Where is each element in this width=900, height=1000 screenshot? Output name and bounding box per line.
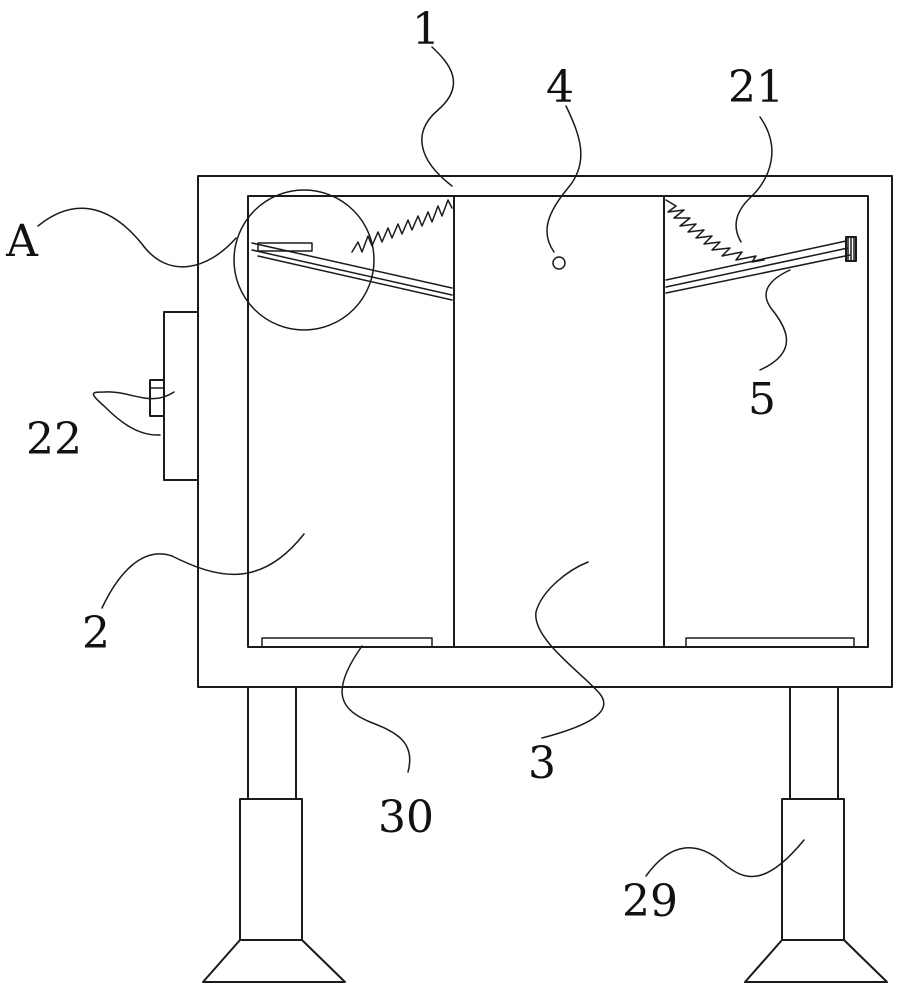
right-leg <box>745 687 887 982</box>
leader-29 <box>646 840 804 876</box>
left-leg <box>203 687 345 982</box>
left-leg-sleeve <box>240 799 302 940</box>
right-arm-edge-mid <box>666 248 848 287</box>
left-leg-rod <box>248 687 296 799</box>
label-29: 29 <box>622 876 678 927</box>
label-4: 4 <box>546 62 574 113</box>
right-leg-rod <box>790 687 838 799</box>
label-1: 1 <box>412 4 440 55</box>
reference-numerals: 1 4 21 A 22 5 2 3 30 29 <box>5 4 784 927</box>
side-control-box <box>150 312 198 480</box>
outer-frame <box>198 176 892 687</box>
right-arm-tip-knurl <box>848 237 854 261</box>
leader-3 <box>536 562 604 738</box>
left-arm-edge-top <box>252 243 452 288</box>
label-30: 30 <box>378 792 434 843</box>
leader-a <box>38 208 236 267</box>
left-arm-assembly <box>234 190 452 330</box>
right-leg-sleeve <box>782 799 844 940</box>
left-arm-edge-mid <box>252 250 452 295</box>
leader-21 <box>736 117 772 242</box>
leader-2 <box>102 534 304 608</box>
control-box <box>164 312 198 480</box>
label-a: A <box>5 216 39 267</box>
label-5: 5 <box>748 374 776 425</box>
leader-lines <box>38 47 804 876</box>
left-foot <box>203 940 345 982</box>
left-spring <box>352 200 452 252</box>
label-21: 21 <box>728 62 784 113</box>
right-arm-assembly <box>666 200 856 293</box>
right-spring <box>666 200 764 262</box>
leader-1 <box>422 47 454 186</box>
label-22: 22 <box>26 414 82 465</box>
right-foot <box>745 940 887 982</box>
label-2: 2 <box>82 608 110 659</box>
pivot-hole <box>553 257 565 269</box>
leader-5 <box>760 270 790 370</box>
left-arm-edge-bottom <box>258 256 452 300</box>
leader-4 <box>547 106 581 252</box>
label-3: 3 <box>528 738 556 789</box>
left-bottom-plate <box>262 638 432 647</box>
leader-30 <box>342 646 410 772</box>
leader-22 <box>93 392 174 435</box>
housing <box>198 176 892 687</box>
detail-circle-a <box>234 190 374 330</box>
right-bottom-plate <box>686 638 854 647</box>
